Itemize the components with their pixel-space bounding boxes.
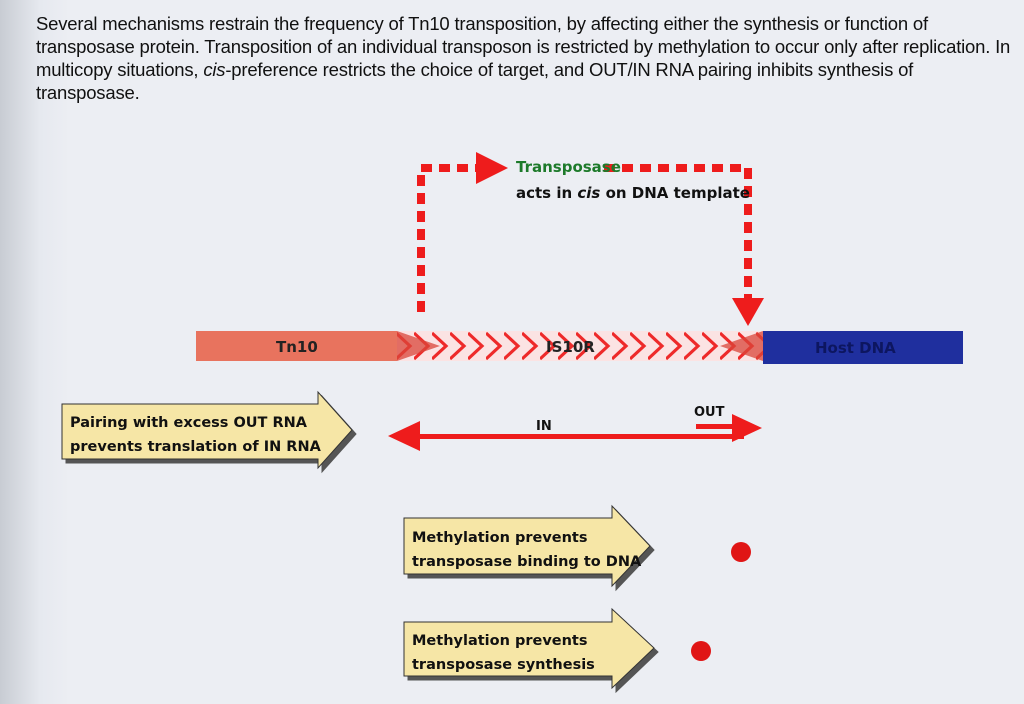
- figure-caption: Several mechanisms restrain the frequenc…: [36, 12, 1016, 104]
- methylation-binding-line1: Methylation prevents: [412, 530, 588, 546]
- pairing-box-arrow: [61, 390, 353, 470]
- pairing-box-line1: Pairing with excess OUT RNA: [70, 415, 308, 431]
- host-dna-label: Host DNA: [815, 339, 896, 357]
- methylation-synthesis-box-arrow: [403, 607, 655, 690]
- tn10-segment: [196, 331, 397, 361]
- methyl-dot-promoter: [691, 641, 711, 661]
- methylation-binding-box-arrow: [403, 504, 651, 588]
- out-rna-label: OUT: [694, 405, 725, 420]
- methylation-synthesis-line1: Methylation prevents: [412, 633, 588, 649]
- loop-arrowhead-down: [732, 298, 764, 326]
- caption-text-start: Several mechanisms restrain the frequenc…: [36, 13, 1011, 80]
- methyl-dot-host: [731, 542, 751, 562]
- is10r-left-end: [397, 331, 440, 361]
- is10r-right-end: [720, 331, 763, 361]
- transposase-label: Transposase: [516, 158, 621, 176]
- loop-arrowhead-right: [476, 152, 508, 184]
- in-rna-label: IN: [536, 419, 552, 434]
- in-rna-arrow: [388, 421, 744, 451]
- host-dna-segment: [763, 331, 963, 364]
- caption-italic-cis: cis: [203, 59, 226, 80]
- methylation-binding-line2: transposase binding to DNA: [412, 554, 642, 570]
- out-rna-arrow: [696, 414, 762, 442]
- transposase-loop-arrow: [417, 152, 764, 326]
- is10r-segment: [397, 331, 763, 361]
- is10r-label: IS10R: [546, 338, 595, 356]
- cis-action-label: acts in cis on DNA template: [516, 184, 750, 202]
- caption-text-end: -preference restricts the choice of targ…: [36, 59, 914, 103]
- pairing-box-line2: prevents translation of IN RNA: [70, 439, 322, 455]
- methylation-synthesis-line2: transposase synthesis: [412, 657, 595, 673]
- tn10-label: Tn10: [276, 338, 318, 356]
